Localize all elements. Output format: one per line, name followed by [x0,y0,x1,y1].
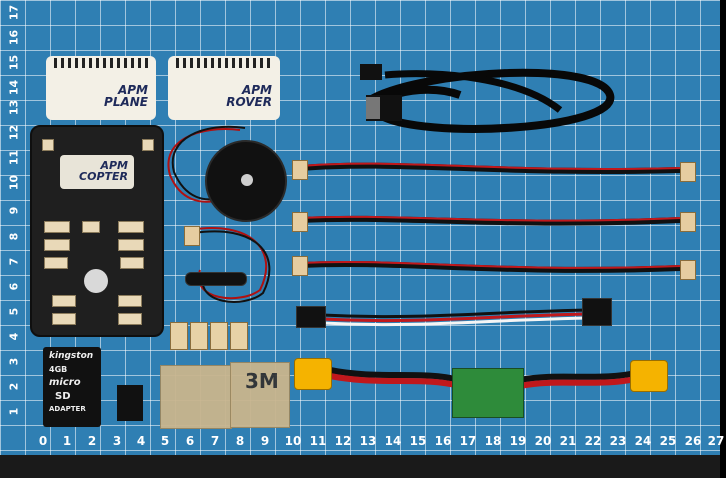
apm-plane-card: APM PLANE [46,56,156,120]
connector [42,139,54,151]
flight-controller-board: APM COPTER [30,125,164,337]
connector [142,139,154,151]
ruler-x-26: 26 [684,434,702,448]
ruler-x-10: 10 [284,434,302,448]
connector [292,212,308,232]
copter-card-label: APM COPTER [79,160,128,182]
power-module-board [452,368,524,418]
sd-logo: SD [55,391,71,402]
ruler-x-16: 16 [434,434,452,448]
tape-3m-logo: 3M [245,369,279,393]
ruler-x-1: 1 [62,434,72,448]
ruler-x-3: 3 [112,434,122,448]
splitter-board [230,322,248,350]
ruler-x-11: 11 [309,434,327,448]
ruler-x-4: 4 [136,434,146,448]
ruler-x-13: 13 [359,434,377,448]
sd-size: 4GB [49,365,68,374]
ruler-x-0: 0 [38,434,48,448]
ruler-x-23: 23 [609,434,627,448]
connector [292,160,308,180]
connector [184,226,200,246]
connector [680,162,696,182]
ruler-x-8: 8 [235,434,245,448]
ruler-x-6: 6 [185,434,195,448]
sd-micro: micro [49,377,81,388]
ruler-x-21: 21 [559,434,577,448]
connector [680,260,696,280]
connector [118,221,144,233]
xt60-connector [630,360,668,392]
connector [120,257,144,269]
apm-copter-label: APM COPTER [60,155,134,189]
copter-name-text: COPTER [79,170,128,183]
xt60-connector [294,358,332,390]
ruler-x-24: 24 [634,434,652,448]
ruler-x-5: 5 [160,434,170,448]
buzzer [205,140,287,222]
ruler-x-14: 14 [384,434,402,448]
rover-name-text: ROVER [226,95,272,109]
ruler-x-20: 20 [534,434,552,448]
splitter-board [190,322,208,350]
connector [292,256,308,276]
connector [52,295,76,307]
buzzer-sound-hole [241,174,253,186]
connector [118,239,144,251]
splitter-boards [170,322,250,350]
rover-card-label: APM ROVER [226,84,272,108]
apm-rover-card: APM ROVER [168,56,280,120]
ruler-x-15: 15 [409,434,427,448]
ruler-x-12: 12 [334,434,352,448]
connector [52,313,76,325]
ruler-x-19: 19 [509,434,527,448]
connector [118,313,142,325]
sd-adapter: kingston 4GB micro SD ADAPTER [43,347,101,427]
ruler-x-25: 25 [659,434,677,448]
plane-card-label: APM PLANE [104,84,148,108]
splitter-board [170,322,188,350]
connector [44,239,70,251]
connector [118,295,142,307]
pin-header [54,58,148,68]
micro-usb-plug [360,64,382,80]
copter-brand-text: APM [100,159,128,172]
micro-sd-card [117,385,143,421]
ruler-x-2: 2 [87,434,97,448]
ruler-x-18: 18 [484,434,502,448]
plane-name-text: PLANE [104,95,148,109]
pin-header [176,58,272,68]
ruler-x-22: 22 [584,434,602,448]
horizontal-ruler: 0 1 2 3 4 5 6 7 8 9 10 11 12 13 14 15 16… [0,432,725,452]
ruler-x-27: 27 [707,434,725,448]
rover-brand-text: APM [241,83,272,97]
connector [44,221,70,233]
servo-connector [582,298,612,326]
table-edge [0,455,720,478]
sd-adapter-text: ADAPTER [49,405,86,413]
sd-brand: kingston [49,351,94,361]
connector [44,257,68,269]
ruler-x-17: 17 [459,434,477,448]
mounting-tape: 3M [230,362,290,428]
servo-connector [296,306,326,328]
safety-switch [185,272,247,286]
plane-brand-text: APM [117,83,148,97]
connector [82,221,100,233]
usb-a-metal [366,97,380,119]
status-light-dome [84,269,108,293]
ruler-x-9: 9 [260,434,270,448]
ruler-x-7: 7 [210,434,220,448]
connector [680,212,696,232]
splitter-board [210,322,228,350]
